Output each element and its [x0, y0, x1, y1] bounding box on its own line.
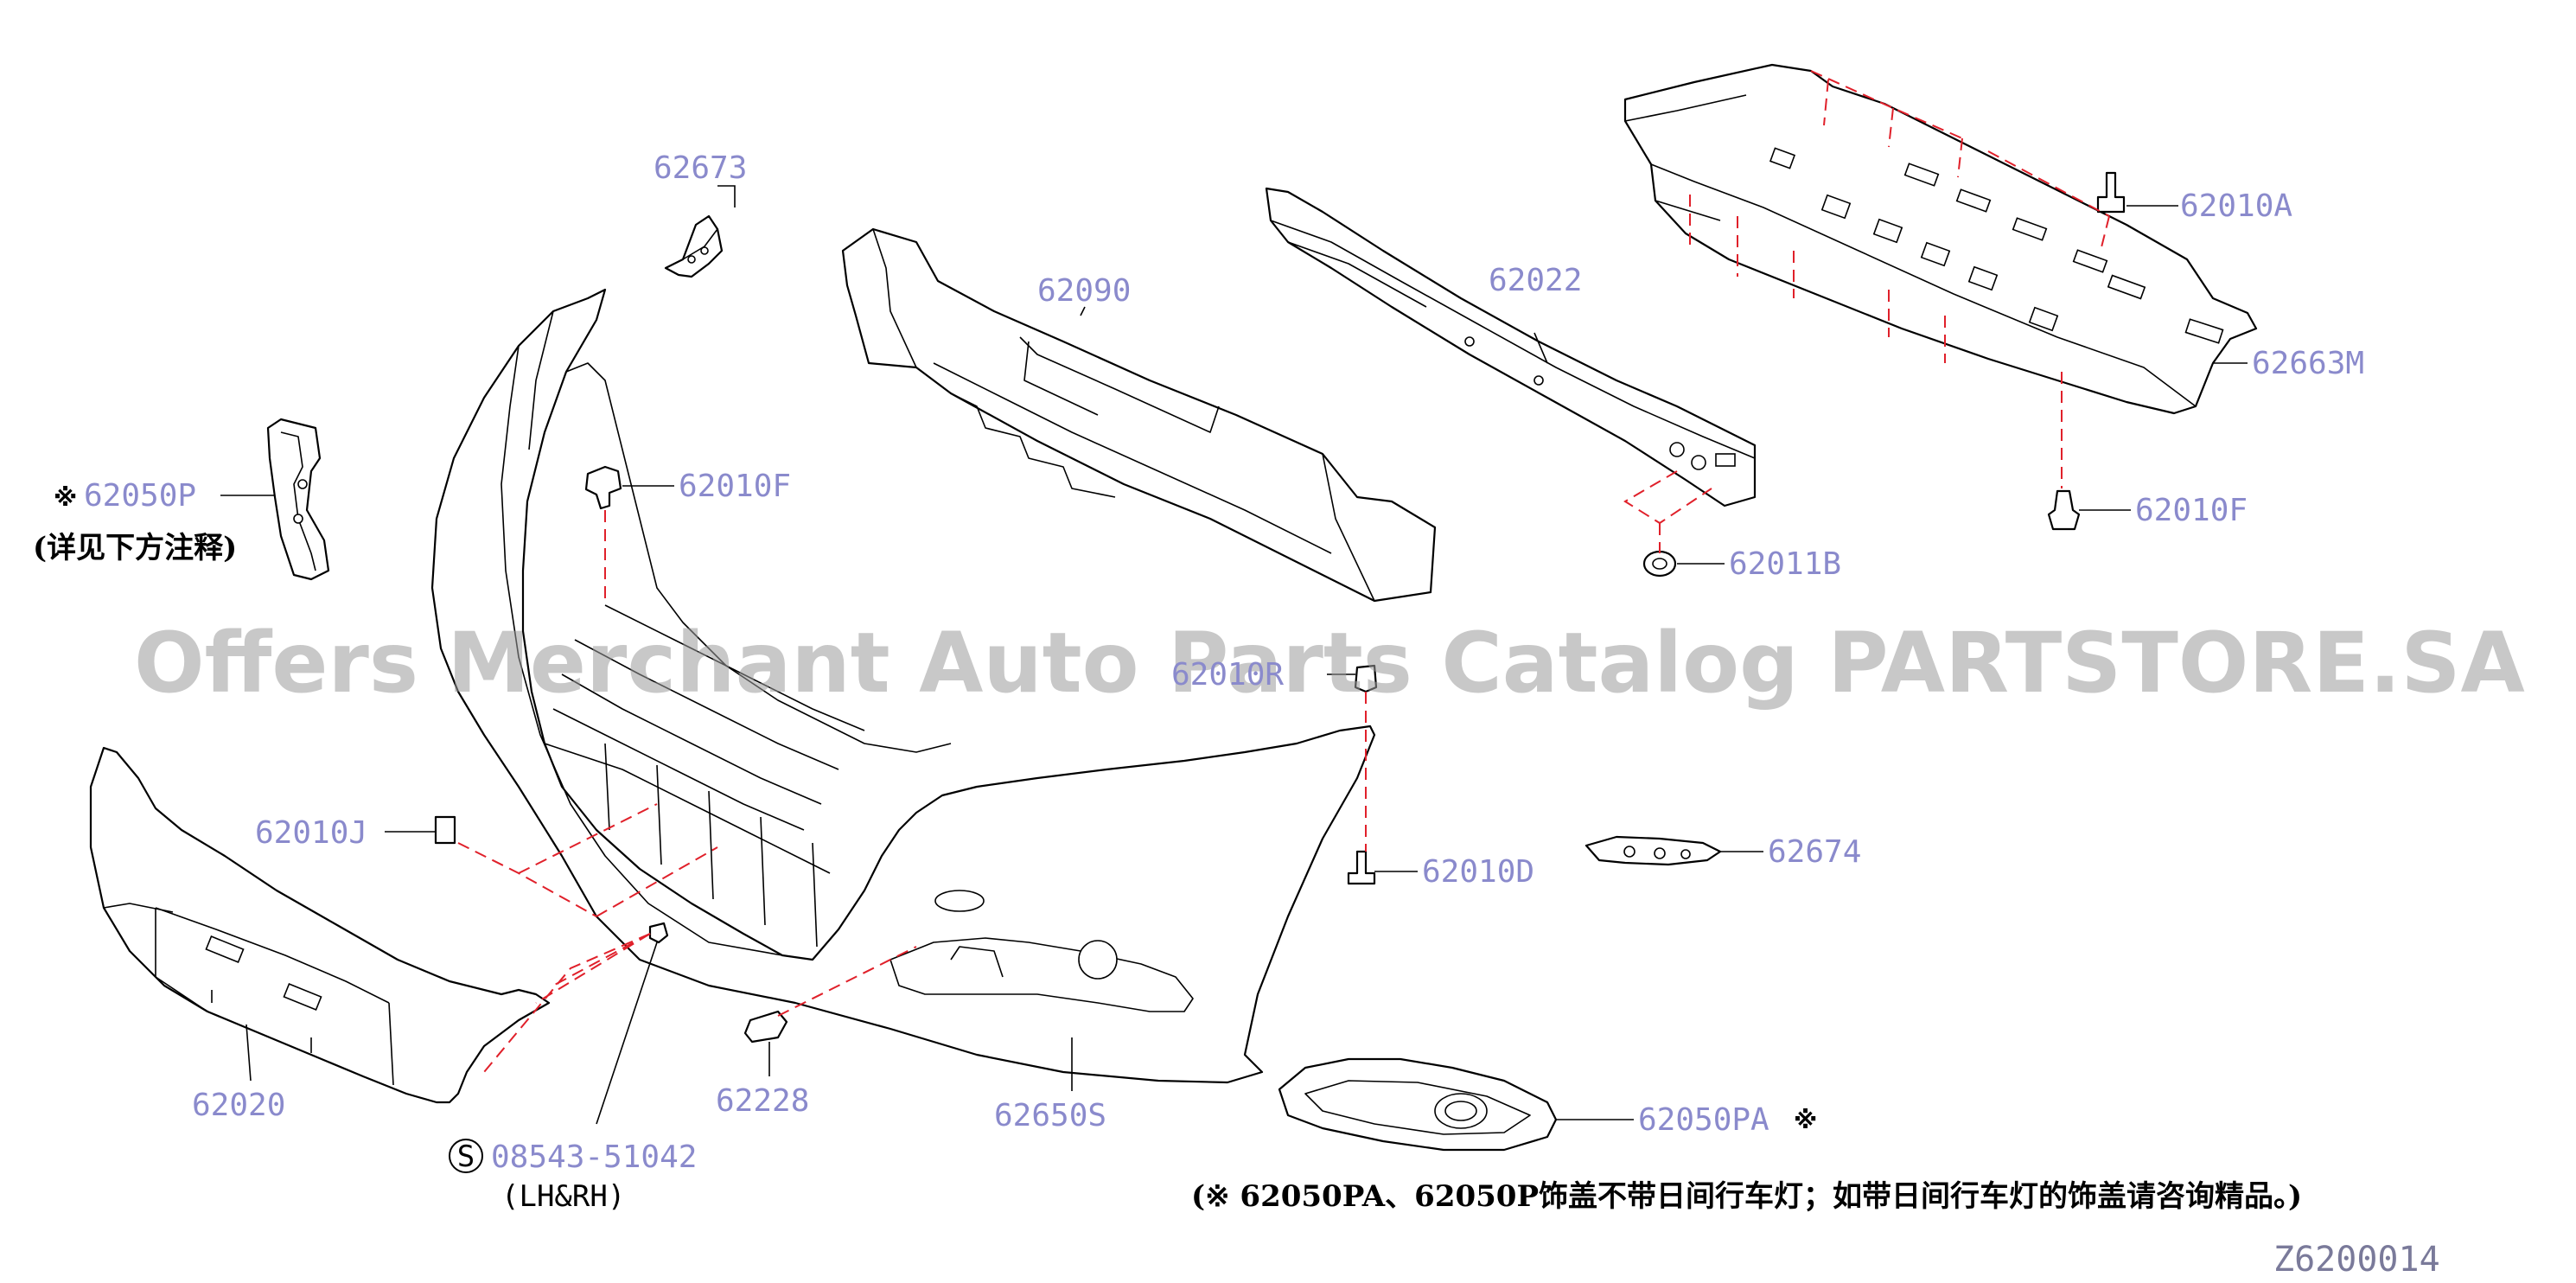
label-62650s: 62650S	[994, 1098, 1106, 1133]
undercover-62663m	[1623, 63, 2258, 415]
label-62010d: 62010D	[1422, 854, 1534, 890]
fog-cover-62050pa	[1278, 1057, 1558, 1152]
see-note: (详见下方注释)	[33, 531, 237, 565]
leader-lines	[220, 185, 2248, 1125]
footnote: (※ 62050PA、62050P饰盖不带日间行车灯；如带日间行车灯的饰盖请咨询…	[1191, 1179, 2302, 1214]
screw-08543	[648, 922, 669, 944]
clip-62010r	[1354, 664, 1378, 693]
star-mark-62050p: ※	[54, 483, 77, 512]
label-62011b: 62011B	[1729, 546, 1841, 582]
star-mark-62050pa: ※	[1794, 1106, 1817, 1134]
reinforcement-62022	[1265, 187, 1757, 507]
label-62674: 62674	[1768, 834, 1861, 870]
label-62010a: 62010A	[2180, 188, 2292, 224]
lh-rh-note: (LH&RH)	[501, 1179, 625, 1214]
label-62022: 62022	[1489, 263, 1582, 298]
clip-62010f-right	[2047, 489, 2081, 531]
label-62050p: 62050P	[84, 478, 196, 514]
nut-62011b	[1642, 550, 1677, 578]
bracket-62673	[664, 214, 724, 278]
label-08543-51042: 08543-51042	[491, 1139, 697, 1175]
bracket-62674	[1584, 835, 1722, 866]
cap-62228	[743, 1010, 788, 1044]
bolt-62010a	[2096, 171, 2126, 214]
label-62020: 62020	[192, 1088, 285, 1123]
label-62010j: 62010J	[255, 815, 367, 851]
standard-part-circle-icon	[449, 1139, 483, 1173]
assembly-lines	[457, 70, 2110, 1073]
watermark: Offers Merchant Auto Parts Catalog PARTS…	[134, 615, 2525, 712]
bolt-62010d	[1347, 850, 1376, 885]
label-62010r: 62010R	[1171, 657, 1284, 693]
clip-62010f-upper	[584, 465, 622, 510]
clip-62010j	[434, 815, 456, 845]
fog-cover-62050p	[266, 418, 330, 581]
label-62673: 62673	[654, 150, 747, 186]
lower-grille-62020	[89, 746, 551, 1104]
label-62010f-right: 62010F	[2135, 493, 2248, 528]
label-62050pa: 62050PA	[1638, 1102, 1769, 1138]
standard-part-symbol: S	[457, 1139, 475, 1174]
label-62090: 62090	[1037, 273, 1131, 309]
label-62228: 62228	[716, 1083, 809, 1119]
diagram-code: Z6200014	[2273, 1240, 2440, 1280]
absorber-62090	[841, 227, 1437, 603]
label-62663m: 62663M	[2252, 346, 2364, 381]
label-62010f-upper: 62010F	[679, 469, 791, 504]
bumper-fascia-62650s	[430, 288, 1376, 1084]
